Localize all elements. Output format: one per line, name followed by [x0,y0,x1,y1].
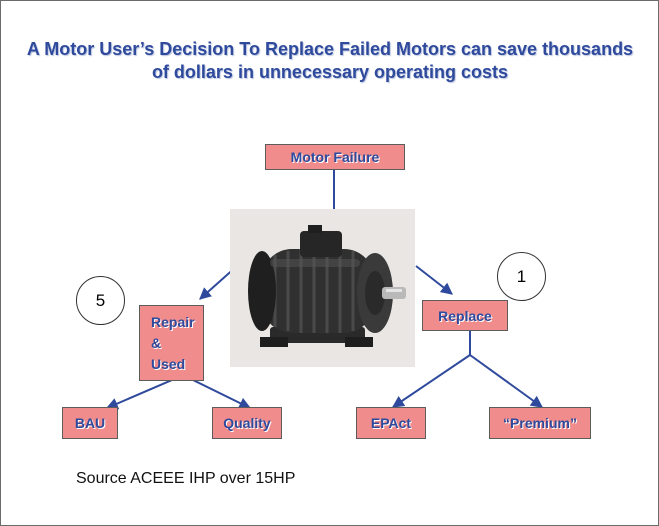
repair-label-line1: Repair [151,314,195,330]
source-note: Source ACEEE IHP over 15HP [76,470,296,487]
repair-count-circle: 5 [76,276,125,325]
repair-label-line2: & [151,335,162,351]
bau-node: BAU [62,407,118,439]
motor-image [230,209,415,367]
arrow-to-replace [415,265,453,295]
arrow-to-premium [469,354,543,408]
repair-label-line3: Used [151,356,186,372]
quality-node: Quality [212,407,282,439]
arrow-to-epact [392,354,471,408]
motor-failure-node: Motor Failure [265,144,405,170]
repair-used-node: Repair & Used [139,305,204,381]
epact-node: EPAct [356,407,426,439]
replace-node: Replace [422,300,508,331]
premium-node: “Premium” [489,407,591,439]
electric-motor-icon [230,209,415,367]
slide-title: A Motor User’s Decision To Replace Faile… [26,39,634,82]
replace-count-circle: 1 [497,252,546,301]
arrow-to-bau [105,379,173,410]
arrow-to-quality [192,379,252,409]
